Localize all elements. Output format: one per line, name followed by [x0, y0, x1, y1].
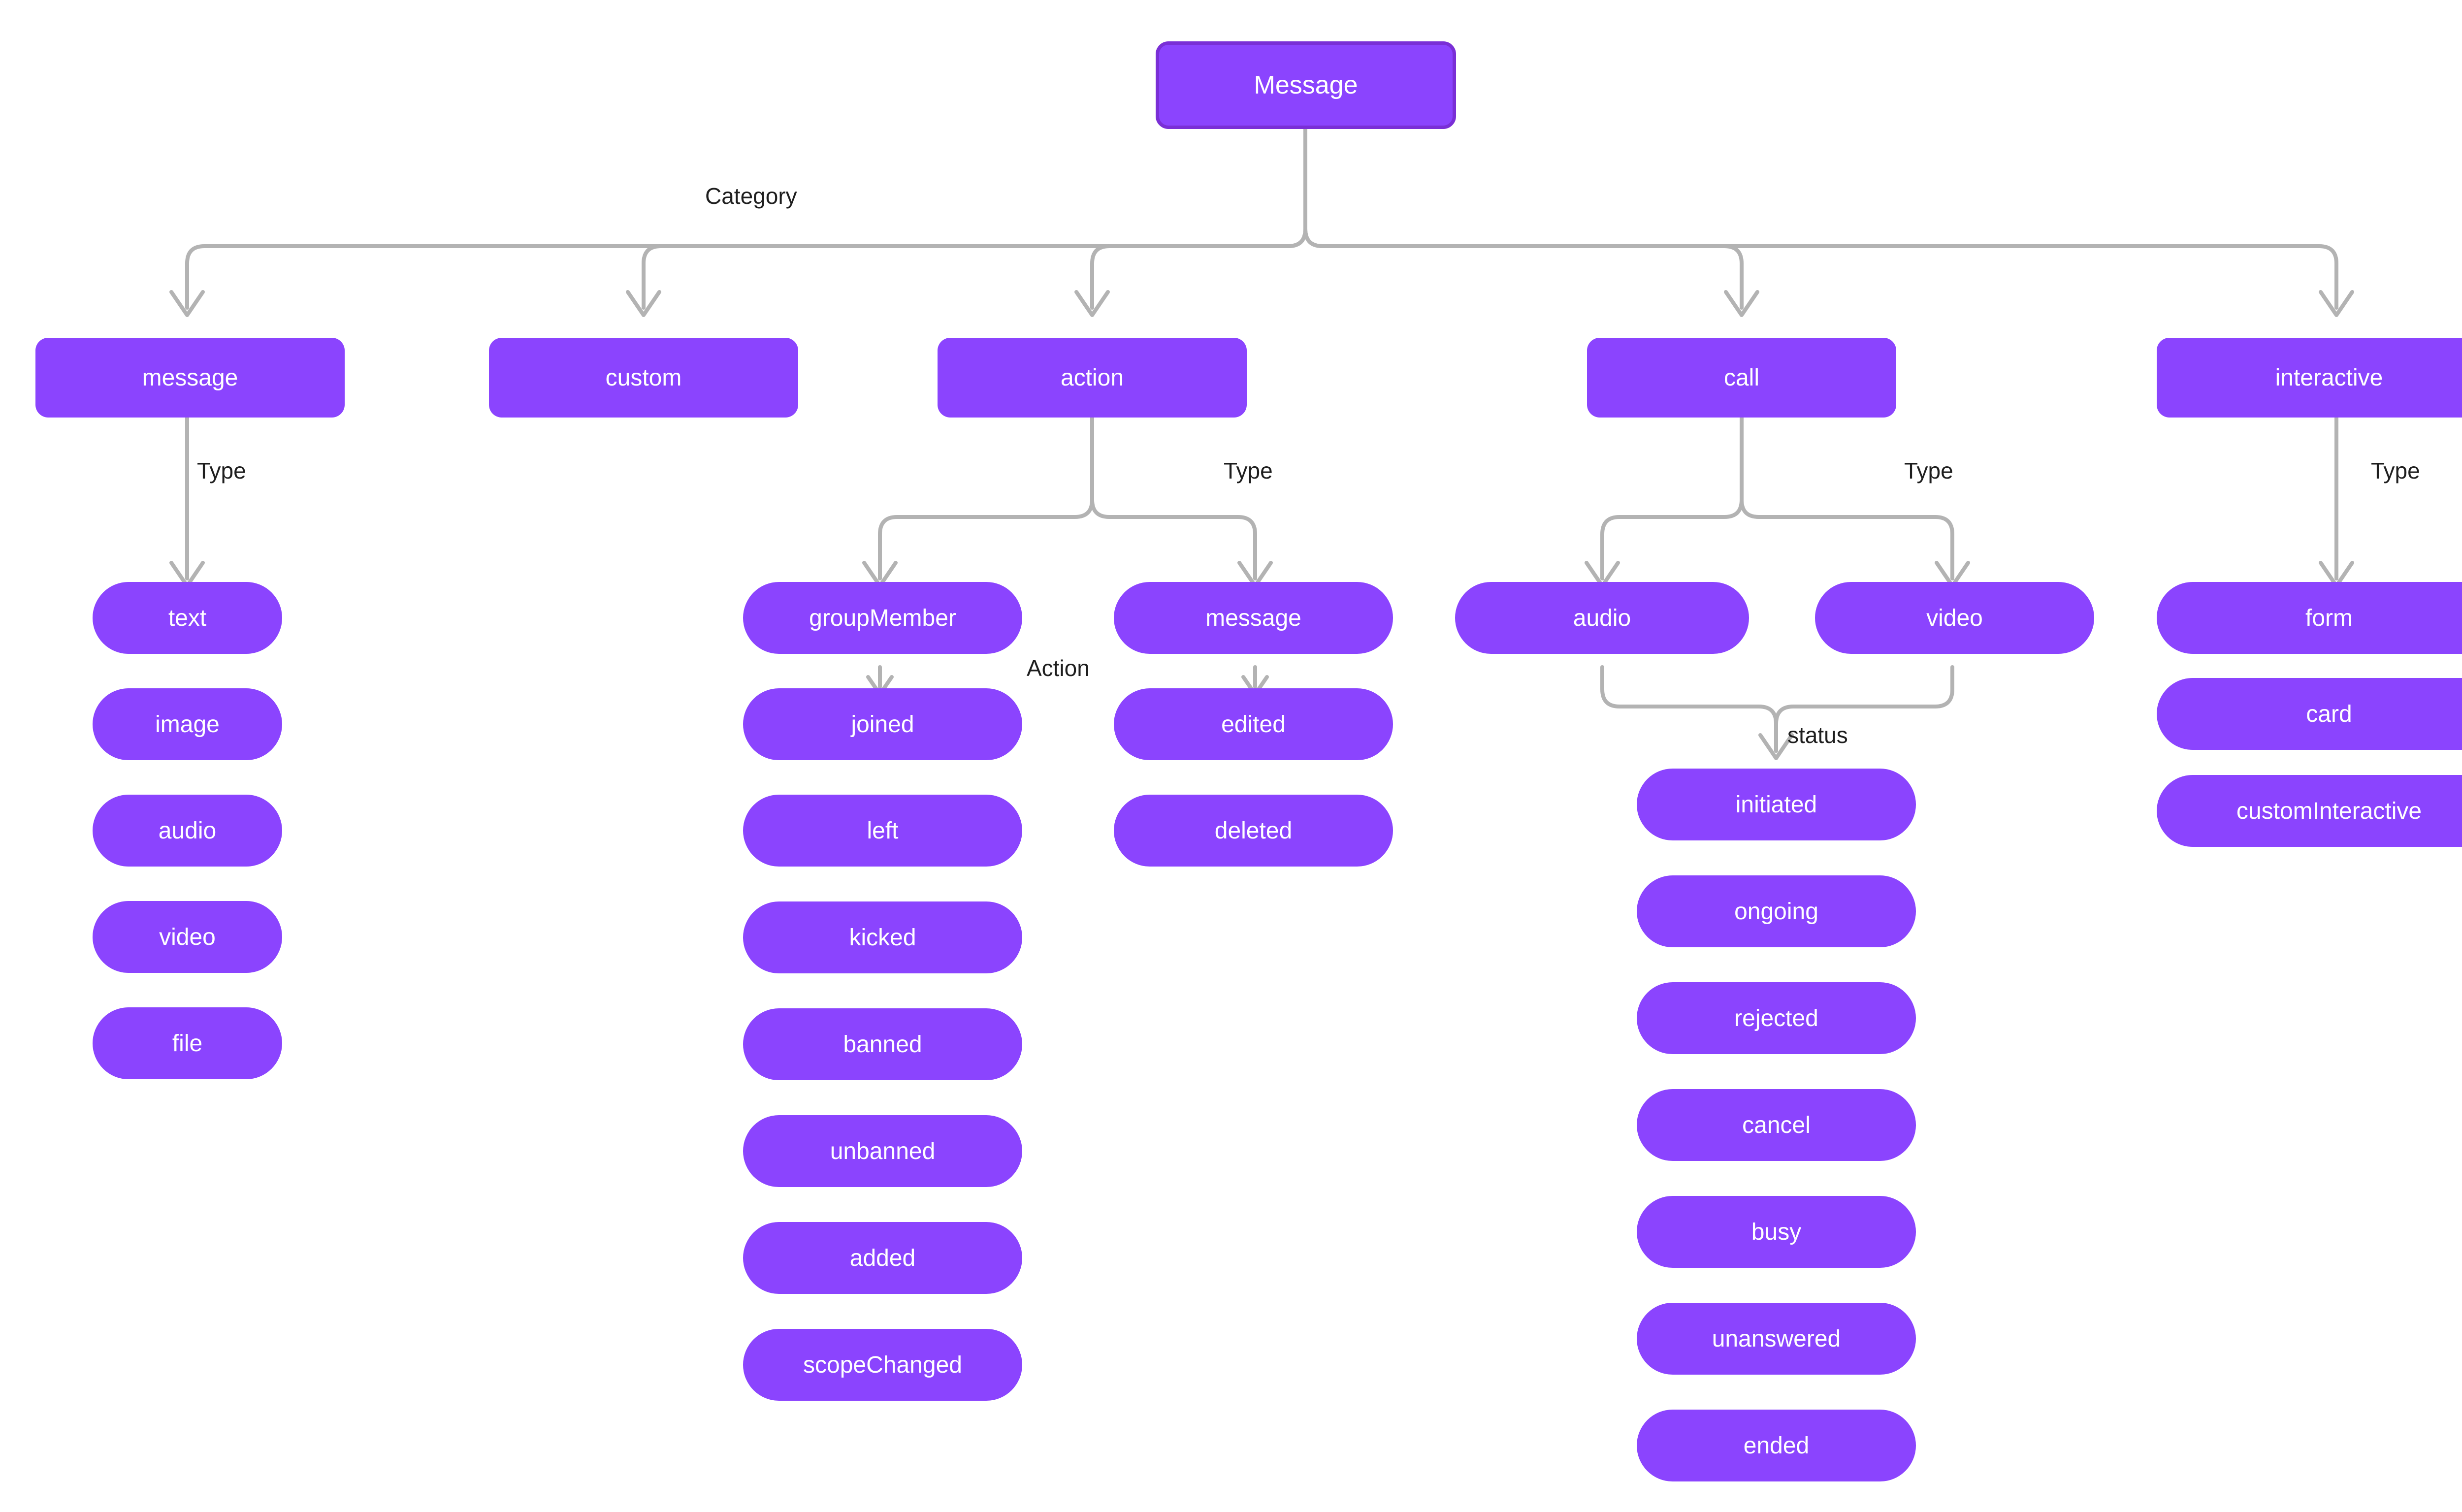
node-call-status-ongoing[interactable]: ongoing: [1637, 875, 1916, 947]
node-category-custom[interactable]: custom: [489, 338, 798, 418]
node-groupmember-action-left[interactable]: left: [743, 795, 1022, 867]
node-call-type-video[interactable]: video: [1815, 582, 2094, 654]
node-call-status-busy[interactable]: busy: [1637, 1196, 1916, 1268]
node-label: interactive: [2275, 364, 2383, 391]
node-call-status-ended[interactable]: ended: [1637, 1410, 1916, 1481]
node-groupmember-action-added[interactable]: added: [743, 1222, 1022, 1294]
node-action-type-groupmember[interactable]: groupMember: [743, 582, 1022, 654]
node-label: form: [2305, 605, 2353, 631]
node-label: unanswered: [1712, 1325, 1841, 1352]
node-category-message[interactable]: message: [35, 338, 345, 418]
node-label: deleted: [1214, 817, 1293, 844]
node-label: ongoing: [1734, 898, 1818, 925]
edge-action-to-types: [862, 398, 1273, 588]
node-groupmember-action-scopechanged[interactable]: scopeChanged: [743, 1329, 1022, 1401]
edge-message-to-text: [169, 398, 205, 588]
edge-interactive-to-form: [2319, 398, 2354, 588]
node-call-status-initiated[interactable]: initiated: [1637, 769, 1916, 840]
node-label: card: [2306, 701, 2352, 727]
node-interactive-type-custominteractive[interactable]: customInteractive: [2157, 775, 2462, 847]
node-message-type-file[interactable]: file: [93, 1007, 282, 1079]
node-category-call[interactable]: call: [1587, 338, 1896, 418]
node-label: image: [155, 711, 220, 738]
node-groupmember-action-kicked[interactable]: kicked: [743, 901, 1022, 973]
node-message-type-audio[interactable]: audio: [93, 795, 282, 867]
node-label: call: [1723, 364, 1760, 391]
node-label: cancel: [1742, 1112, 1811, 1138]
node-label: Message: [1254, 71, 1358, 99]
node-label: unbanned: [830, 1138, 936, 1164]
node-message-action-deleted[interactable]: deleted: [1114, 795, 1393, 867]
node-label: banned: [843, 1031, 922, 1058]
node-label: groupMember: [809, 605, 956, 631]
node-label: busy: [1751, 1219, 1802, 1245]
node-call-status-rejected[interactable]: rejected: [1637, 982, 1916, 1054]
edge-message-to-categories: [169, 127, 2354, 317]
node-label: video: [1926, 605, 1983, 631]
node-label: rejected: [1734, 1005, 1818, 1031]
node-label: audio: [1573, 605, 1631, 631]
edge-label-type-action: Type: [1224, 458, 1273, 483]
edge-label-type-call: Type: [1904, 458, 1953, 483]
node-label: joined: [851, 711, 914, 738]
node-label: file: [172, 1030, 203, 1057]
node-label: scopeChanged: [803, 1351, 962, 1378]
node-label: action: [1060, 364, 1124, 391]
node-groupmember-action-unbanned[interactable]: unbanned: [743, 1115, 1022, 1187]
node-call-status-cancel[interactable]: cancel: [1637, 1089, 1916, 1161]
node-interactive-type-form[interactable]: form: [2157, 582, 2462, 654]
node-message-type-video[interactable]: video: [93, 901, 282, 973]
node-message-type-text[interactable]: text: [93, 582, 282, 654]
node-message-action-edited[interactable]: edited: [1114, 688, 1393, 760]
edge-label-category: Category: [705, 183, 797, 209]
node-label: message: [1205, 605, 1301, 631]
node-label: left: [867, 817, 899, 844]
edge-call-to-types: [1585, 398, 1970, 588]
edge-calltypes-to-status: [1600, 665, 1954, 760]
node-groupmember-action-joined[interactable]: joined: [743, 688, 1022, 760]
node-label: added: [849, 1245, 916, 1271]
node-label: customInteractive: [2236, 798, 2422, 824]
node-label: edited: [1221, 711, 1286, 738]
node-label: ended: [1743, 1432, 1810, 1459]
node-groupmember-action-banned[interactable]: banned: [743, 1008, 1022, 1080]
node-message-root[interactable]: Message: [1156, 41, 1456, 129]
node-label: text: [168, 605, 207, 631]
node-interactive-type-card[interactable]: card: [2157, 678, 2462, 750]
edge-label-type-message: Type: [197, 458, 246, 483]
node-action-type-message[interactable]: message: [1114, 582, 1393, 654]
node-message-type-image[interactable]: image: [93, 688, 282, 760]
edge-label-action: Action: [1027, 655, 1090, 681]
edge-label-type-interactive: Type: [2371, 458, 2420, 483]
node-label: video: [159, 924, 216, 950]
node-label: audio: [158, 817, 217, 844]
edge-label-status: status: [1787, 722, 1848, 748]
node-label: kicked: [849, 924, 916, 951]
node-label: message: [142, 364, 238, 391]
node-category-interactive[interactable]: interactive: [2157, 338, 2462, 418]
node-call-type-audio[interactable]: audio: [1455, 582, 1749, 654]
node-category-action[interactable]: action: [938, 338, 1247, 418]
node-call-status-unanswered[interactable]: unanswered: [1637, 1303, 1916, 1375]
node-label: custom: [605, 364, 682, 391]
node-label: initiated: [1735, 791, 1817, 818]
